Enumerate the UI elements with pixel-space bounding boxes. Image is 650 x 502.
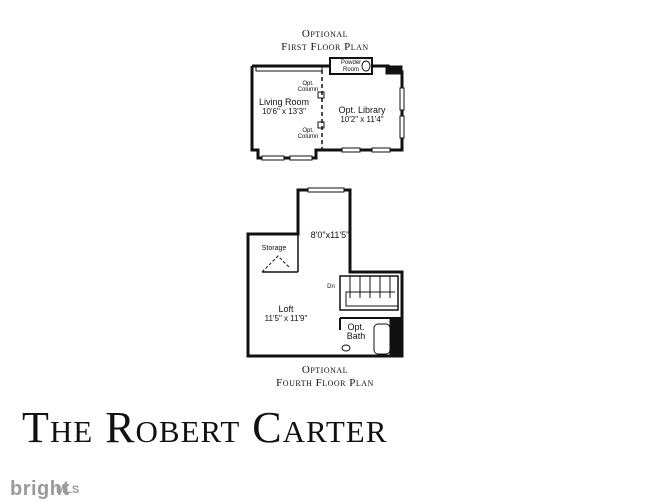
first-floor-top-window	[255, 66, 323, 72]
branding-bar	[0, 474, 650, 502]
opt-bath-label-line1: Opt.	[347, 322, 364, 332]
plan-title: The Robert Carter	[22, 403, 388, 452]
stairs-down-label: Dn	[327, 284, 335, 290]
opt-library-name: Opt. Library	[338, 105, 386, 115]
living-bottom-window-2	[289, 155, 313, 161]
opt-column-top-label-line1: Opt.	[302, 81, 314, 87]
storage-door-swing	[261, 255, 291, 273]
powder-room-toilet	[361, 60, 371, 72]
fourth-floor-caption-line2: Fourth Floor Plan	[276, 377, 374, 389]
library-right-window-1	[399, 87, 405, 111]
loft-dims: 11'5" x 11'9"	[265, 314, 308, 323]
living-bottom-window-1	[261, 155, 285, 161]
bathtub	[373, 323, 391, 355]
bright-logo: bright	[10, 478, 70, 500]
opt-column-bottom-label-line1: Opt.	[302, 128, 314, 134]
loft-name: Loft	[278, 304, 294, 314]
powder-room-label-line2: Room	[343, 67, 359, 73]
library-bottom-window-1	[341, 147, 361, 153]
living-room-dims: 10'6" x 13'3"	[262, 107, 306, 116]
upper-room-dims: 8'0"x11'5"	[311, 230, 350, 240]
opt-column-top-marker	[317, 91, 325, 99]
stair-direction-arrow	[345, 291, 398, 307]
fourth-floor-caption-line1: Optional	[301, 364, 349, 376]
fourth-floor-outer-wall	[246, 188, 404, 358]
stairs-outline	[339, 275, 399, 311]
opt-bath-label-line2: Bath	[347, 331, 366, 341]
mls-logo: MLS	[56, 484, 80, 496]
bath-fill-block	[389, 317, 403, 357]
living-room-name: Living Room	[259, 97, 309, 107]
first-floor-plan	[250, 57, 405, 161]
opt-column-top-label-line2: Column	[298, 87, 319, 93]
first-floor-caption: Optional First Floor Plan	[250, 28, 400, 54]
fourth-floor-caption: Optional Fourth Floor Plan	[250, 364, 400, 390]
powder-room-label-line1: Powder	[341, 60, 361, 66]
fourth-floor-top-window	[307, 187, 345, 193]
first-floor-caption-line2: First Floor Plan	[281, 41, 369, 53]
storage-label: Storage	[262, 245, 287, 252]
library-bottom-window-2	[371, 147, 391, 153]
opt-column-bottom-label-line2: Column	[298, 134, 319, 140]
fourth-floor-plan	[246, 187, 404, 358]
first-floor-caption-line1: Optional	[301, 28, 349, 40]
powder-room-fill	[385, 65, 403, 75]
bath-sink	[341, 344, 351, 352]
powder-room-wall	[329, 57, 373, 75]
opt-library-dims: 10'2" x 11'4"	[340, 115, 383, 124]
opt-column-bottom-marker	[317, 121, 325, 129]
library-right-window-2	[399, 115, 405, 139]
